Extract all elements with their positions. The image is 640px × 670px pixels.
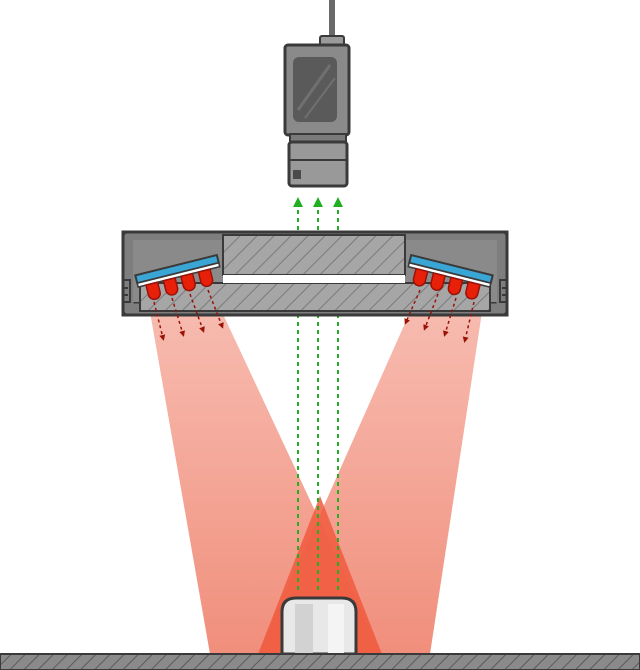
diffuser-upper [222, 234, 406, 276]
leds-right [412, 267, 481, 300]
ring-light-window [223, 275, 405, 283]
camera-status-led [293, 170, 301, 179]
led-left-2 [162, 276, 179, 296]
led-right-2 [430, 272, 447, 291]
emission-arrow-right-2 [423, 293, 439, 331]
emission-arrow-right-3 [443, 297, 457, 337]
led-right-1 [412, 267, 429, 287]
camera-panel [293, 57, 337, 122]
emission-arrow-left-4 [207, 289, 224, 329]
inspected-object [280, 596, 358, 656]
camera-lens [287, 140, 349, 188]
led-array-left [134, 253, 221, 301]
emission-arrow-left-1 [153, 301, 166, 341]
emission-arrow-left-2 [171, 297, 185, 337]
ring-light [121, 230, 509, 317]
led-left-4 [197, 268, 214, 288]
led-right-4 [465, 280, 481, 300]
led-left-1 [145, 281, 161, 301]
base-plate [0, 653, 640, 670]
leds-left [145, 268, 214, 301]
emission-arrow-left-3 [189, 293, 205, 333]
led-right-3 [447, 276, 464, 296]
emission-arrow-right-4 [462, 301, 475, 343]
led-emission-arrows-right [404, 289, 475, 343]
led-left-3 [179, 272, 196, 292]
led-array-right [407, 253, 494, 300]
led-emission-arrows-left [153, 289, 224, 341]
camera [283, 0, 351, 188]
